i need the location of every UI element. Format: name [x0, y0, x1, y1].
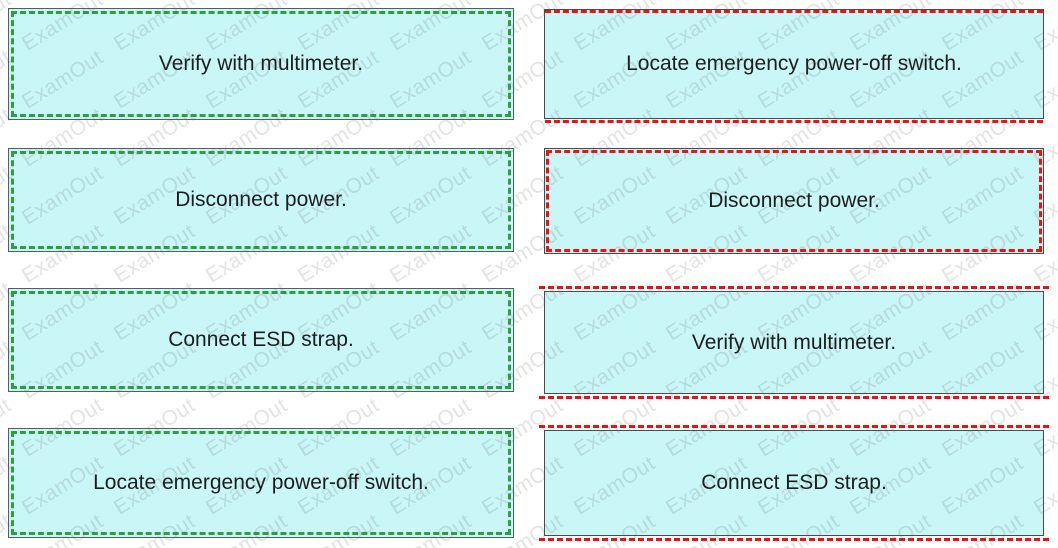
source-step-4-label: Locate emergency power-off switch.	[93, 471, 429, 495]
source-step-2[interactable]: Disconnect power.	[8, 148, 514, 252]
source-step-1-label: Verify with multimeter.	[158, 52, 364, 76]
source-step-2-label: Disconnect power.	[175, 188, 347, 212]
target-step-2-label: Disconnect power.	[708, 189, 880, 213]
target-step-1[interactable]: Locate emergency power-off switch.	[544, 9, 1044, 123]
target-step-4-label: Connect ESD strap.	[701, 471, 887, 495]
target-step-2[interactable]: Disconnect power.	[544, 148, 1044, 254]
target-column: Locate emergency power-off switch. Disco…	[539, 0, 1049, 548]
target-step-3-label: Verify with multimeter.	[691, 330, 897, 354]
source-step-1[interactable]: Verify with multimeter.	[8, 8, 514, 120]
target-step-3[interactable]: Verify with multimeter.	[539, 286, 1049, 399]
source-step-3-label: Connect ESD strap.	[168, 328, 354, 352]
source-step-3[interactable]: Connect ESD strap.	[8, 288, 514, 392]
source-step-4[interactable]: Locate emergency power-off switch.	[8, 428, 514, 538]
target-step-4[interactable]: Connect ESD strap.	[539, 425, 1049, 541]
source-column: Verify with multimeter. Disconnect power…	[8, 0, 514, 548]
target-step-1-label: Locate emergency power-off switch.	[626, 52, 962, 76]
